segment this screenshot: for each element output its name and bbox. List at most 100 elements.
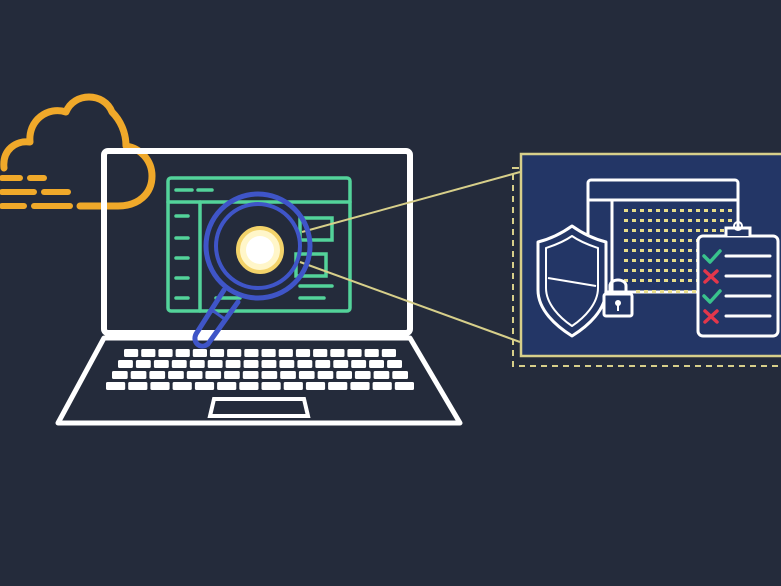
table-dot (664, 249, 668, 252)
table-dot (648, 209, 652, 212)
keyboard-key (172, 382, 192, 390)
table-dot (640, 259, 644, 262)
table-dot (672, 259, 676, 262)
keyboard-key (194, 382, 215, 390)
table-dot (672, 279, 676, 282)
keyboard-key (186, 371, 203, 379)
keyboard-key (168, 371, 184, 379)
table-dot (636, 290, 640, 293)
laptop-keyboard (106, 349, 414, 390)
keyboard-key (305, 382, 326, 390)
table-dot (648, 229, 652, 232)
table-dot (640, 239, 644, 242)
table-dot (668, 290, 672, 293)
keyboard-key (192, 349, 207, 357)
table-dot (632, 239, 636, 242)
table-dot (672, 229, 676, 232)
keyboard-key (207, 360, 223, 368)
table-dot (684, 290, 688, 293)
table-dot (688, 239, 692, 242)
cross-mark-icon (703, 269, 719, 284)
table-dot (676, 290, 680, 293)
table-dot (640, 219, 644, 222)
keyboard-key (150, 382, 170, 390)
keyboard-key (243, 360, 259, 368)
lens-ring-outer (203, 191, 313, 301)
keyboard-key (149, 371, 166, 379)
keyboard-key (278, 349, 293, 357)
table-dot (688, 279, 692, 282)
table-dot (680, 269, 684, 272)
padlock-icon (602, 278, 634, 318)
keyboard-key (317, 371, 334, 379)
table-dot (640, 249, 644, 252)
lens-glow-core (246, 236, 274, 264)
keyboard-key (369, 360, 384, 368)
table-dot (688, 219, 692, 222)
keyboard-key (328, 382, 348, 390)
table-dot (660, 290, 664, 293)
keyboard-key (242, 371, 259, 379)
table-dot (688, 249, 692, 252)
table-dot (640, 209, 644, 212)
data-table-icon (586, 178, 740, 294)
cloud-speed-lines (0, 175, 73, 209)
keyboard-key (381, 349, 396, 357)
keyboard-key (106, 382, 126, 390)
table-dot (712, 229, 716, 232)
table-dot (672, 219, 676, 222)
keyboard-key (372, 382, 392, 390)
table-dot (672, 249, 676, 252)
table-dot (644, 290, 648, 293)
keyboard-key (153, 360, 169, 368)
table-dot (640, 279, 644, 282)
table-dot (640, 229, 644, 232)
table-dot (664, 279, 668, 282)
keyboard-key (261, 371, 278, 379)
keyboard-key (297, 360, 313, 368)
table-dot (672, 239, 676, 242)
table-dot (680, 229, 684, 232)
table-dot (720, 229, 724, 232)
table-dot (656, 279, 660, 282)
table-dot (704, 209, 708, 212)
table-dot (712, 219, 716, 222)
keyboard-key (392, 371, 408, 379)
checklist-items (702, 249, 772, 324)
table-dot (664, 239, 668, 242)
table-dot (624, 239, 628, 242)
keyboard-key (141, 349, 156, 357)
lens-ring-inner (214, 202, 302, 290)
app-window-icon (166, 176, 352, 313)
table-dot (632, 219, 636, 222)
keyboard-key (189, 360, 205, 368)
keyboard-key (158, 349, 173, 357)
table-dot (648, 269, 652, 272)
keyboard-key (295, 349, 311, 357)
keyboard-key (354, 371, 371, 379)
table-dot (688, 259, 692, 262)
table-dot (696, 209, 700, 212)
table-dot (672, 269, 676, 272)
keyboard-key (124, 349, 139, 357)
table-dot (656, 219, 660, 222)
keyboard-key (224, 371, 240, 379)
check-mark-icon (702, 289, 722, 304)
keyboard-key (280, 371, 296, 379)
keyboard-key (135, 360, 151, 368)
keyboard-key (387, 360, 402, 368)
table-dot (696, 219, 700, 222)
table-dot (664, 209, 668, 212)
table-dot (680, 209, 684, 212)
table-dot (624, 269, 628, 272)
check-mark-icon (702, 249, 722, 264)
keyboard-key (130, 371, 147, 379)
keyboard-key (351, 360, 367, 368)
table-dot (696, 229, 700, 232)
keyboard-key (298, 371, 315, 379)
cloud-icon (0, 93, 156, 210)
keyboard-key (261, 360, 277, 368)
keyboard-key (373, 371, 390, 379)
keyboard-key (261, 349, 276, 357)
